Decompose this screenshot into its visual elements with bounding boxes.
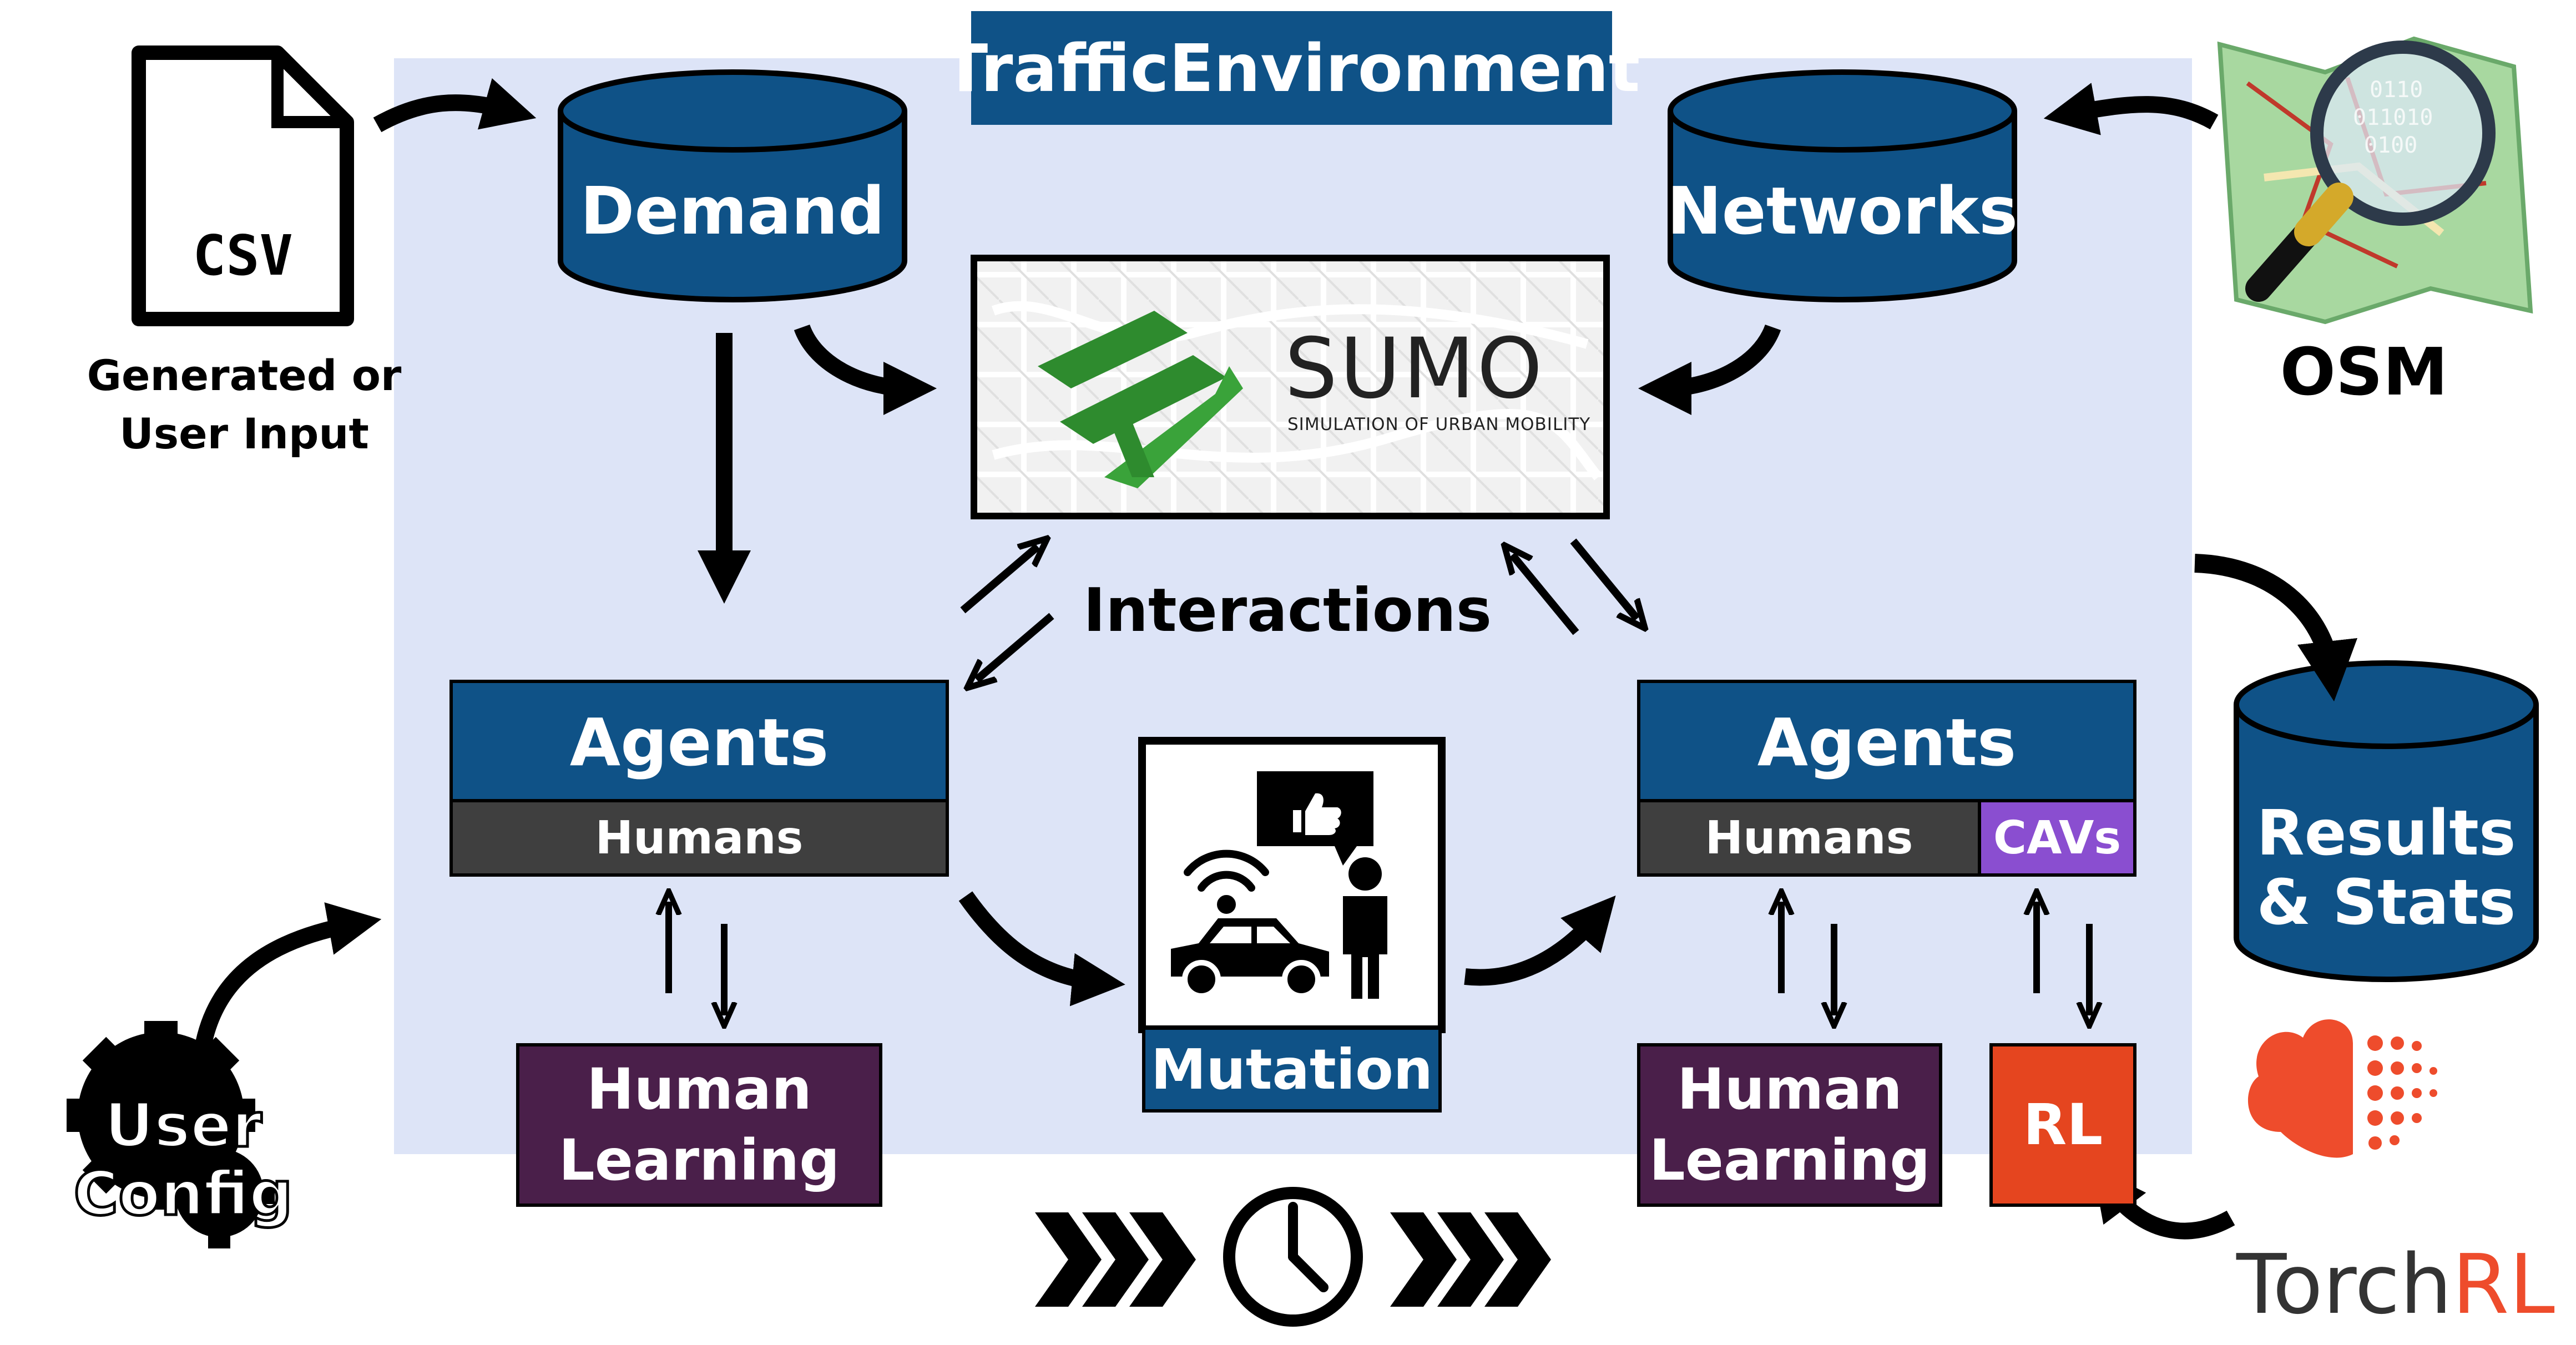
right-rl-arrows bbox=[2037, 902, 2089, 1015]
gear-icon bbox=[67, 1021, 275, 1248]
chevrons-icon bbox=[1035, 1212, 1551, 1307]
csv-label: CSV bbox=[193, 223, 293, 288]
sumo-title: SUMO bbox=[1285, 321, 1545, 417]
osm-to-networks-arrow bbox=[2043, 83, 2219, 135]
agents-right-title: Agents bbox=[1637, 680, 2136, 805]
interaction-arrow-down-right bbox=[1570, 538, 1637, 619]
sumo-panel bbox=[971, 255, 1610, 519]
environment-to-results-arrow bbox=[2194, 554, 2358, 702]
torchrl-label-rl: RL bbox=[2452, 1237, 2555, 1332]
document-icon bbox=[132, 45, 354, 326]
networks-cylinder bbox=[1668, 69, 2017, 302]
interaction-arrow-up-right bbox=[1512, 555, 1579, 635]
svg-text:0100: 0100 bbox=[2364, 133, 2417, 158]
svg-text:011010: 011010 bbox=[2353, 105, 2433, 130]
left-learning-arrows bbox=[669, 902, 724, 1015]
csv-to-demand-arrow bbox=[373, 78, 537, 133]
car-icon bbox=[1171, 918, 1329, 999]
demand-cylinder bbox=[558, 69, 907, 302]
agents-right-humans: Humans bbox=[1637, 799, 1981, 877]
demand-to-sumo-arrow bbox=[794, 324, 937, 415]
environment-title: TrafficEnvironment bbox=[943, 11, 1640, 125]
thumbs-up-icon bbox=[1257, 771, 1373, 866]
agents-right-cavs: CAVs bbox=[1978, 799, 2136, 877]
mutation-panel bbox=[1138, 737, 1446, 1033]
csv-caption: Generated or User Input bbox=[87, 351, 402, 458]
sumo-logo-icon bbox=[1038, 311, 1243, 488]
rl-box: RL bbox=[1989, 1043, 2136, 1207]
interaction-arrow-down-left bbox=[977, 613, 1054, 680]
wifi-icon bbox=[1184, 850, 1269, 914]
clock-icon bbox=[1223, 1187, 1363, 1327]
networks-label: Networks bbox=[1666, 172, 2018, 249]
agents-left-title: Agents bbox=[449, 680, 949, 805]
networks-to-sumo-arrow bbox=[1638, 324, 1781, 415]
map-magnifier-icon: 0110 011010 0100 bbox=[2217, 36, 2533, 325]
demand-label: Demand bbox=[580, 172, 885, 249]
torchrl-label-torch: Torch bbox=[2236, 1237, 2452, 1332]
mutation-label: Mutation bbox=[1142, 1027, 1442, 1113]
right-human-learning-arrows bbox=[1781, 902, 1834, 1015]
interaction-arrow-up-left bbox=[960, 547, 1038, 614]
svg-text:0110: 0110 bbox=[2370, 77, 2423, 103]
interactions-label: Interactions bbox=[1083, 575, 1492, 645]
mutation-to-agents-arrow bbox=[1464, 895, 1616, 986]
user-config-label: User Config bbox=[72, 1089, 294, 1229]
sumo-subtitle: SIMULATION OF URBAN MOBILITY bbox=[1287, 414, 1591, 434]
agents-left-human-learning: Human Learning bbox=[516, 1043, 882, 1207]
results-label: Results & Stats bbox=[2256, 797, 2516, 939]
agents-right-human-learning: Human Learning bbox=[1637, 1043, 1942, 1207]
osm-label: OSM bbox=[2280, 333, 2448, 410]
config-to-environment-arrow bbox=[194, 902, 382, 1050]
torchrl-logo-icon bbox=[2247, 1019, 2437, 1158]
person-icon bbox=[1343, 857, 1387, 999]
agents-to-mutation-arrow bbox=[958, 891, 1125, 1007]
agents-left-humans: Humans bbox=[449, 799, 949, 877]
